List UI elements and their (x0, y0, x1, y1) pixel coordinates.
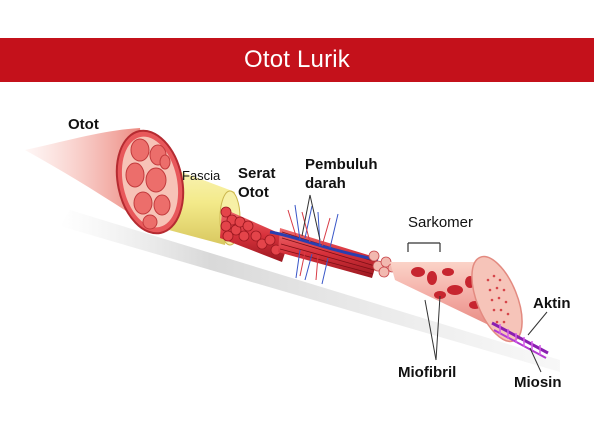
leader-lines (301, 194, 548, 373)
myofibril-cone (390, 242, 523, 343)
muscle-fiber-bundle (220, 206, 290, 262)
label-serat-otot-line2: Otot (238, 184, 269, 201)
label-miofibril: Miofibril (398, 364, 457, 381)
label-aktin: Aktin (533, 295, 571, 312)
label-otot: Otot (68, 116, 99, 133)
actin-myosin-filaments (491, 321, 549, 359)
label-fascia: Fascia (182, 168, 221, 183)
blood-vessel-bundle (269, 204, 397, 285)
label-sarkomer: Sarkomer (408, 214, 474, 231)
ground-shadow (60, 210, 560, 372)
title-banner: Otot Lurik (0, 38, 594, 82)
page-title: Otot Lurik (243, 46, 351, 73)
label-miosin: Miosin (514, 374, 562, 391)
label-pembuluh-line2: darah (305, 175, 346, 192)
label-pembuluh-line1: Pembuluh (305, 156, 378, 173)
label-serat-otot-line1: Serat (238, 165, 276, 182)
muscle-cross-section (115, 129, 185, 235)
